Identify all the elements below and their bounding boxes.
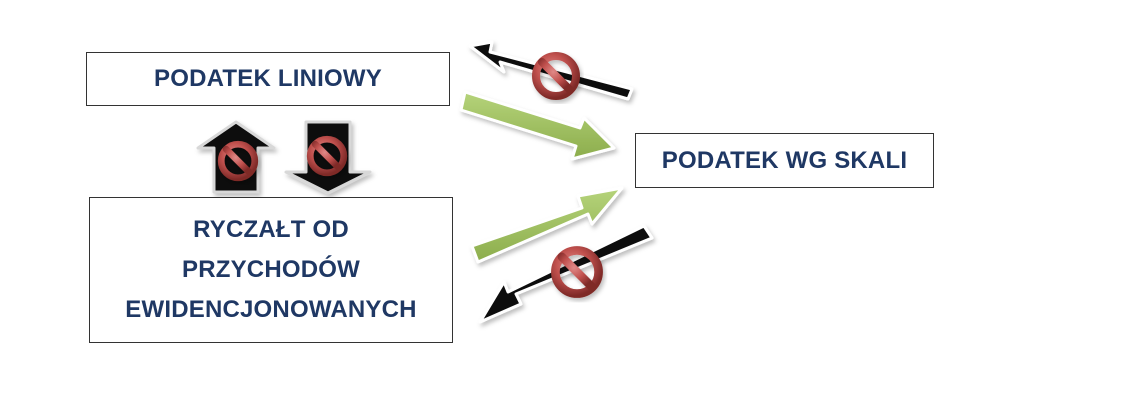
arrow-scale-to-lump-sum: [478, 224, 654, 324]
node-lump-sum-tax: RYCZAŁT OD PRZYCHODÓW EWIDENCJONOWANYCH: [89, 197, 453, 343]
node-linear-tax: PODATEK LINIOWY: [86, 52, 450, 106]
node-label: PODATEK WG SKALI: [661, 146, 908, 174]
node-scale-tax: PODATEK WG SKALI: [635, 133, 934, 188]
node-label-line: RYCZAŁT OD: [193, 216, 349, 243]
node-label: PODATEK LINIOWY: [154, 65, 382, 92]
node-label-line: EWIDENCJONOWANYCH: [125, 296, 417, 323]
node-label-line: PRZYCHODÓW: [182, 256, 360, 283]
arrow-lump-sum-to-scale: [470, 186, 624, 264]
arrow-linear-to-scale: [459, 90, 616, 161]
